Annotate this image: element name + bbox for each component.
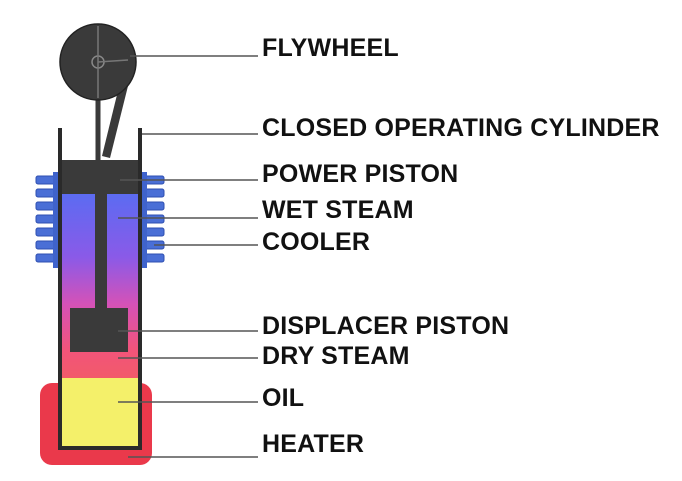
label-heater: HEATER — [262, 430, 365, 458]
label-cooler: COOLER — [262, 228, 371, 256]
label-power-piston: POWER PISTON — [262, 160, 459, 188]
label-dry-steam: DRY STEAM — [262, 342, 410, 370]
displacer-piston — [70, 308, 128, 352]
cooler-fins-left — [35, 172, 61, 268]
label-oil: OIL — [262, 384, 305, 412]
label-flywheel: FLYWHEEL — [262, 34, 399, 62]
oil-region — [62, 378, 138, 446]
label-wet-steam: WET STEAM — [262, 196, 414, 224]
flywheel-crank — [97, 59, 129, 63]
label-closed-operating-cylinder: CLOSED OPERATING CYLINDER — [262, 114, 660, 142]
leader-lines — [118, 55, 258, 458]
power-piston — [62, 160, 138, 194]
cooler-fins-right — [139, 172, 165, 268]
displacer-rod — [95, 194, 107, 309]
label-displacer-piston: DISPLACER PISTON — [262, 312, 510, 340]
closed-operating-cylinder — [58, 128, 142, 450]
